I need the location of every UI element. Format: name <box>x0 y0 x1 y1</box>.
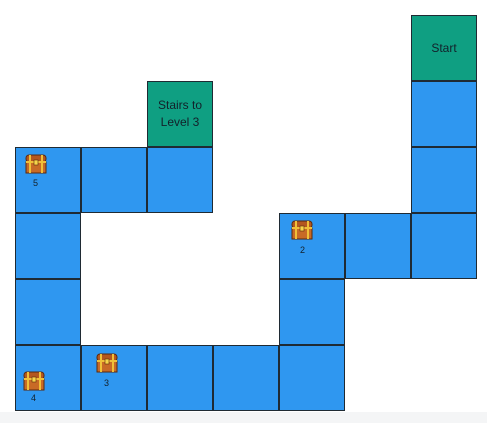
path-tile-chest-2[interactable]: 2 <box>279 213 345 279</box>
path-tile[interactable] <box>345 213 411 279</box>
path-tile[interactable] <box>411 147 477 213</box>
path-tile[interactable] <box>411 81 477 147</box>
path-tile[interactable] <box>147 345 213 411</box>
start-tile[interactable]: Start <box>411 15 477 81</box>
path-tile[interactable] <box>147 147 213 213</box>
treasure-chest-icon <box>96 353 118 373</box>
path-tile[interactable] <box>15 213 81 279</box>
path-tile-chest-5[interactable]: 5 <box>15 147 81 213</box>
stairs-tile[interactable]: Stairs to Level 3 <box>147 81 213 147</box>
chest-number: 2 <box>300 245 306 255</box>
chest-number: 4 <box>31 393 37 403</box>
path-tile[interactable] <box>213 345 279 411</box>
start-label: Start <box>431 40 457 55</box>
treasure-chest-icon <box>25 154 47 174</box>
treasure-chest-icon <box>291 220 313 240</box>
stairs-label: Stairs to Level 3 <box>157 98 202 129</box>
chest-number: 3 <box>104 378 110 388</box>
bottom-strip <box>0 412 487 423</box>
path-tile[interactable] <box>279 345 345 411</box>
path-tile[interactable] <box>411 213 477 279</box>
path-tile-chest-4[interactable]: 4 <box>15 345 81 411</box>
chest-number: 5 <box>33 178 39 188</box>
path-tile[interactable] <box>81 147 147 213</box>
path-tile[interactable] <box>15 279 81 345</box>
path-tile-chest-3[interactable]: 3 <box>81 345 147 411</box>
treasure-chest-icon <box>23 371 45 391</box>
path-tile[interactable] <box>279 279 345 345</box>
